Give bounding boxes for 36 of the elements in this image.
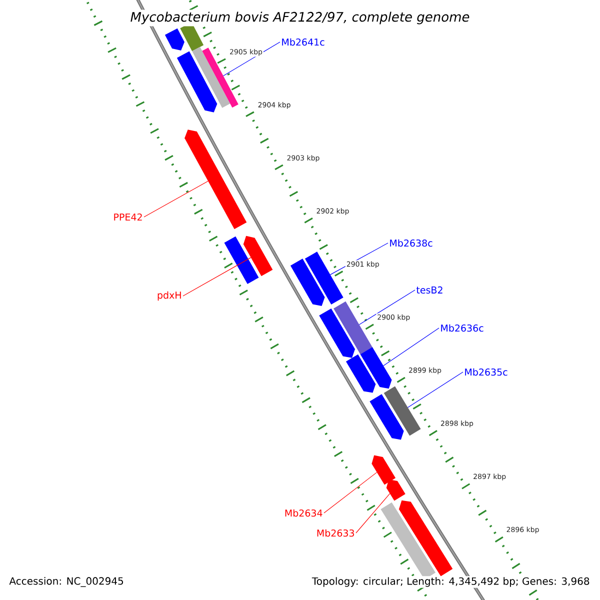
gene-label: Mb2634 <box>285 509 322 517</box>
gene-label: Mb2641c <box>282 38 324 46</box>
gene-block <box>243 236 273 276</box>
leader-line <box>358 290 416 325</box>
gene-block <box>184 130 247 230</box>
gene-label: Mb2636c <box>441 324 484 332</box>
footer-text: Topology: circular; Length: 4,345,492 bp; Genes: 3,968 <box>310 576 591 588</box>
gene-block <box>372 455 396 485</box>
gene-block <box>370 394 404 440</box>
gene-block <box>360 347 392 389</box>
gene-block <box>319 308 356 358</box>
leader-line <box>324 472 378 514</box>
leader-line <box>182 257 252 296</box>
gene-block <box>304 252 344 304</box>
gene-label: Mb2638c <box>390 239 432 247</box>
gene-block <box>386 479 406 501</box>
leader-line <box>144 180 208 218</box>
gene-label: Mb2633 <box>317 529 354 537</box>
gene-block <box>290 258 325 306</box>
gene-label: Mb2635c <box>465 368 508 376</box>
gene-block <box>164 28 184 51</box>
title: Mycobacterium bovis AF2122/97, complete genome <box>128 10 472 26</box>
gene-block <box>192 46 230 108</box>
leader-line <box>407 372 464 408</box>
footer-text: Accession: NC_002945 <box>8 576 125 588</box>
gene-label: PPE42 <box>114 213 142 221</box>
leader-line <box>383 328 440 366</box>
gene-label: pdxH <box>158 291 181 301</box>
gene-label: tesB2 <box>416 286 442 294</box>
gene-block <box>176 51 218 112</box>
gene-block <box>224 236 259 284</box>
gene-block <box>398 500 453 576</box>
leader-line <box>356 493 390 534</box>
gene-block <box>334 301 373 356</box>
gene-block <box>346 354 376 393</box>
gene-block <box>384 386 421 436</box>
